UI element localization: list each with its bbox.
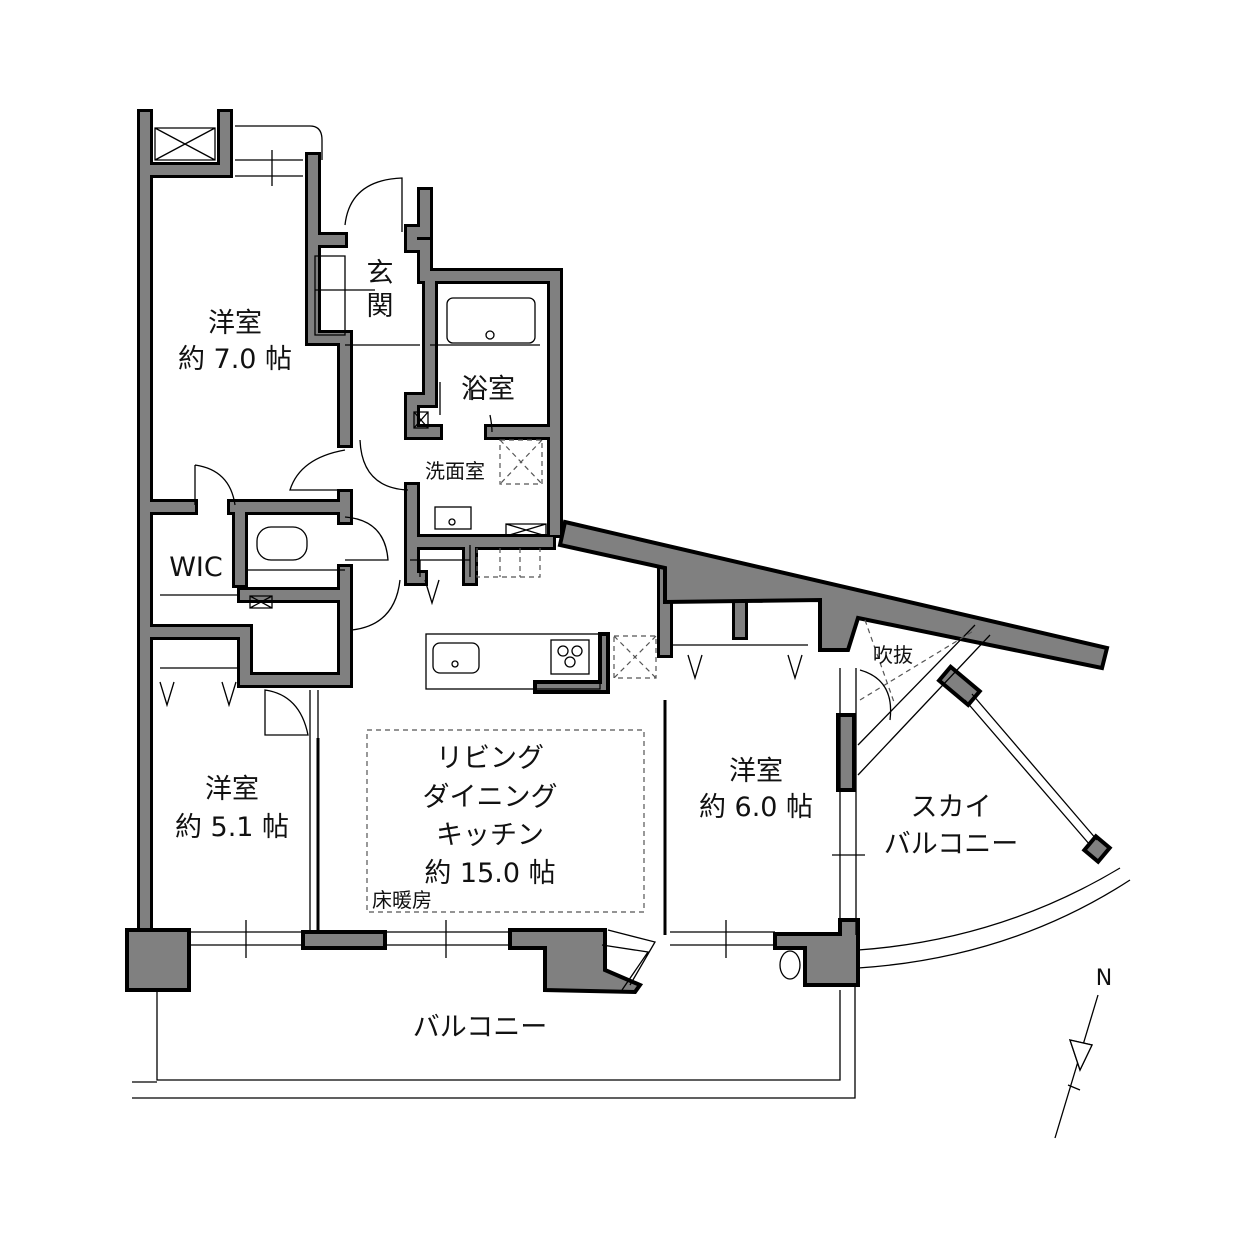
room-size-western-3: 約 6.0 帖 [699,792,813,823]
fixtures [154,127,808,980]
floor-heating-label: 床暖房 [372,888,432,912]
kitchen-sink [432,642,480,674]
room-name-entrance-2: 関 [367,291,394,322]
north-label: N [1096,966,1112,991]
void-label: 吹抜 [873,643,913,667]
room-name-western-2: 洋室 [205,774,259,805]
wall-segment [308,235,350,445]
room-size-western-1: 約 7.0 帖 [178,344,292,375]
room-name-ldk-2: ダイニング [423,782,558,813]
wall-segment [140,112,230,175]
wall-segment [308,155,345,245]
room-name-washroom: 洗面室 [425,459,485,483]
wall-segment [140,567,350,685]
windows-and-rails [132,125,1131,1099]
kitchen-counter [425,633,601,690]
wall-segment [407,271,440,437]
room-name-ldk-1: リビング [436,743,544,774]
wash-basin [434,506,472,530]
sky-balcony-label-1: スカイ [911,792,992,823]
north-compass-icon: N [1054,966,1112,1139]
room-name-western-1: 洋室 [208,308,262,339]
toilet [256,526,308,561]
room-name-wic: WIC [169,552,223,583]
wall-segment [407,485,425,583]
bathtub [446,297,536,344]
stove [550,639,590,675]
room-name-entrance-1: 玄 [367,258,394,289]
walls [137,109,748,940]
room-labels: 洋室 約 7.0 帖 玄 関 浴室 洗面室 WIC 洋室 約 5.1 帖 リビン… [169,258,1018,1043]
room-size-western-2: 約 5.1 帖 [175,812,289,843]
sky-balcony-label-2: バルコニー [884,829,1018,860]
doors [159,177,803,736]
wall-segment [407,190,560,535]
balcony-label: バルコニー [413,1012,547,1043]
room-name-ldk-3: キッチン [436,820,544,851]
room-size-ldk: 約 15.0 帖 [424,858,555,889]
room-name-western-3: 洋室 [729,756,783,787]
room-name-bathroom: 浴室 [461,374,515,405]
